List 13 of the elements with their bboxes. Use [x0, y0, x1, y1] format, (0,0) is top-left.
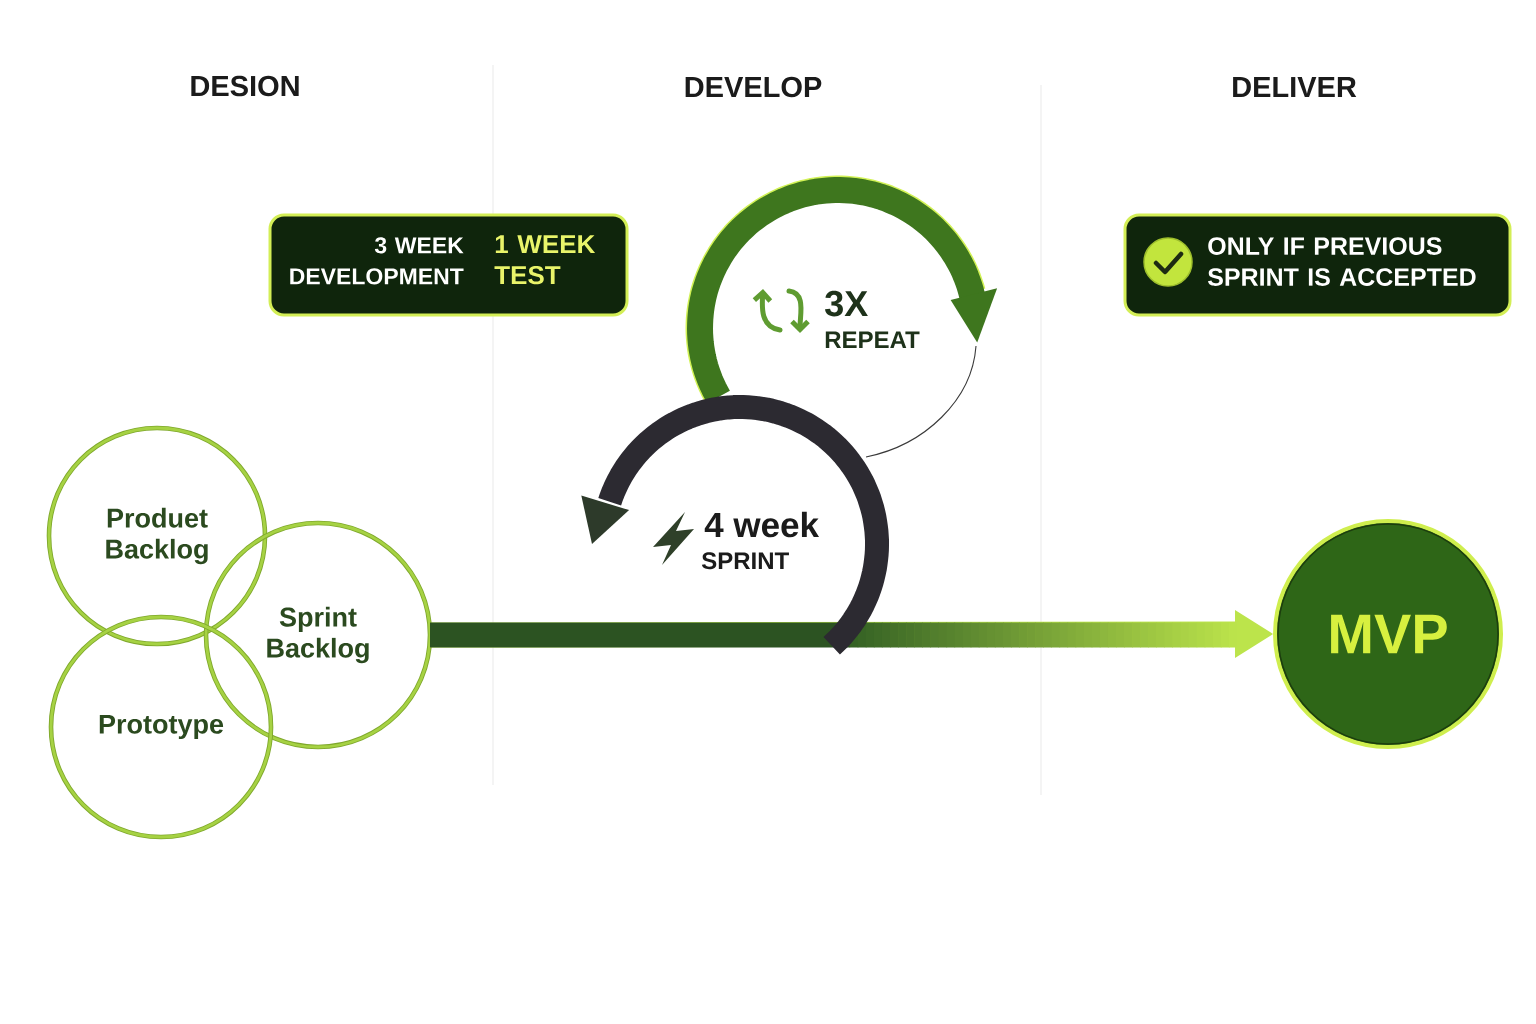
condition-text: ONLY IF PREVIOUS SPRINT IS ACCEPTED	[1207, 237, 1476, 286]
column-heading: DELIVER	[1233, 77, 1357, 97]
duration-text: 3 WEEK DEVELOPMENT	[290, 237, 464, 285]
condition-box	[1123, 213, 1512, 317]
sprint-length: 4 week	[704, 511, 819, 538]
repeat-count: 3X	[825, 290, 868, 317]
duration-text: 1 WEEK TEST	[494, 235, 596, 285]
arrow	[430, 610, 1273, 658]
column-heading: DESION	[191, 75, 299, 97]
loop-label: SPRINT	[701, 552, 789, 570]
column-heading: DEVELOP	[685, 76, 822, 98]
loop-label: REPEAT	[825, 331, 920, 348]
duration-box	[268, 213, 629, 317]
